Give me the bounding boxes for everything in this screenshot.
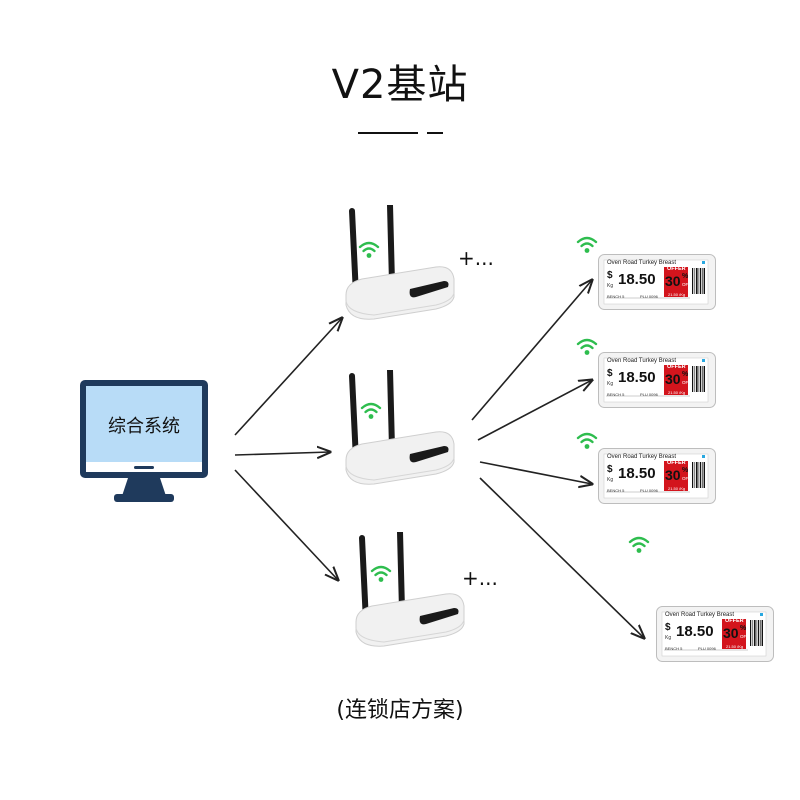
price-tag-4: Oven Road Turkey Breast $ Kg 18.50 OFFER…	[656, 606, 774, 662]
tag-footer-mid: PLU 0096	[640, 294, 658, 299]
tag-currency: $	[665, 622, 671, 633]
tag-price: 18.50	[618, 465, 656, 482]
price-tag-frame	[656, 606, 774, 662]
router-icon	[345, 367, 455, 485]
system-label: 综合系统	[108, 416, 180, 437]
router-icon	[355, 529, 465, 647]
tag-offer-label: OFFER	[667, 266, 686, 272]
tag-off: OFF	[682, 380, 691, 385]
price-tag-frame	[598, 352, 716, 408]
wifi-icon	[576, 432, 598, 449]
router-bottom	[342, 529, 466, 662]
tag-product-name: Oven Road Turkey Breast	[607, 358, 677, 364]
tag-percent: %	[682, 371, 689, 378]
tag-currency: $	[607, 368, 613, 379]
tag-footer-mid: PLU 0096	[698, 646, 716, 651]
price-tag-2: Oven Road Turkey Breast $ Kg 18.50 OFFER…	[598, 352, 716, 408]
arrow-system-to-router-top	[234, 318, 342, 436]
router-middle	[332, 367, 456, 500]
tag-off: OFF	[682, 476, 691, 481]
tag-unit: Kg	[607, 477, 614, 483]
tag-discount: 30	[665, 371, 681, 387]
tag-footer-left: BENCH 5	[607, 392, 625, 397]
tag-unit: Kg	[607, 381, 614, 387]
tag-footer-right: 21.50 /Kg	[668, 390, 686, 395]
tag-footer-mid: PLU 0096	[640, 392, 658, 397]
monitor-icon	[80, 380, 208, 502]
tag-off: OFF	[682, 282, 691, 287]
router-top	[332, 202, 456, 335]
tag-footer-right: 21.50 /Kg	[668, 486, 686, 491]
diagram-title: V2基站	[331, 62, 469, 108]
arrow-system-to-router-mid	[234, 452, 330, 455]
wifi-icon	[576, 338, 598, 355]
price-tag-frame	[598, 254, 716, 310]
arrow-router-to-tag-3	[479, 461, 592, 484]
tag-discount: 30	[723, 625, 739, 641]
tag-offer-label: OFFER	[667, 460, 686, 466]
tag-percent: %	[740, 625, 747, 632]
tag-unit: Kg	[607, 283, 614, 289]
title-underline-long	[358, 132, 418, 134]
tag-product-name: Oven Road Turkey Breast	[607, 454, 677, 460]
arrow-router-to-tag-1	[471, 280, 592, 421]
tag-footer-right: 21.50 /Kg	[668, 292, 686, 297]
tag-footer-right: 21.50 /Kg	[726, 644, 744, 649]
tag-price: 18.50	[618, 271, 656, 288]
router-bottom-plus: +...	[462, 566, 498, 590]
tag-unit: Kg	[665, 635, 672, 641]
tag-discount: 30	[665, 273, 681, 289]
router-icon	[345, 202, 455, 320]
tag-percent: %	[682, 273, 689, 280]
arrow-router-to-tag-2	[477, 380, 592, 441]
wifi-icon	[358, 241, 380, 258]
tag-price: 18.50	[618, 369, 656, 386]
price-tag-1: Oven Road Turkey Breast $ Kg 18.50 OFFER…	[598, 254, 716, 310]
tag-product-name: Oven Road Turkey Breast	[665, 612, 735, 618]
tag-price: 18.50	[676, 623, 714, 640]
price-tag-3: Oven Road Turkey Breast $ Kg 18.50 OFFER…	[598, 448, 716, 504]
wifi-icon	[628, 536, 650, 553]
tag-currency: $	[607, 464, 613, 475]
tag-footer-left: BENCH 5	[607, 488, 625, 493]
wifi-icon	[370, 565, 392, 582]
tag-currency: $	[607, 270, 613, 281]
tag-off: OFF	[740, 634, 749, 639]
system-monitor: 综合系统	[78, 378, 210, 506]
tag-product-name: Oven Road Turkey Breast	[607, 260, 677, 266]
tag-footer-left: BENCH 5	[607, 294, 625, 299]
wifi-icon	[576, 236, 598, 253]
arrow-system-to-router-bottom	[234, 469, 338, 580]
title-underline-short	[427, 132, 443, 134]
tag-offer-label: OFFER	[725, 618, 744, 624]
arrow-router-to-tag-4	[479, 477, 644, 638]
diagram-caption: (连锁店方案)	[336, 698, 464, 723]
tag-footer-mid: PLU 0096	[640, 488, 658, 493]
price-tag-frame	[598, 448, 716, 504]
tag-discount: 30	[665, 467, 681, 483]
tag-footer-left: BENCH 5	[665, 646, 683, 651]
router-top-plus: +...	[458, 246, 494, 270]
tag-percent: %	[682, 467, 689, 474]
wifi-icon	[360, 402, 382, 419]
tag-offer-label: OFFER	[667, 364, 686, 370]
